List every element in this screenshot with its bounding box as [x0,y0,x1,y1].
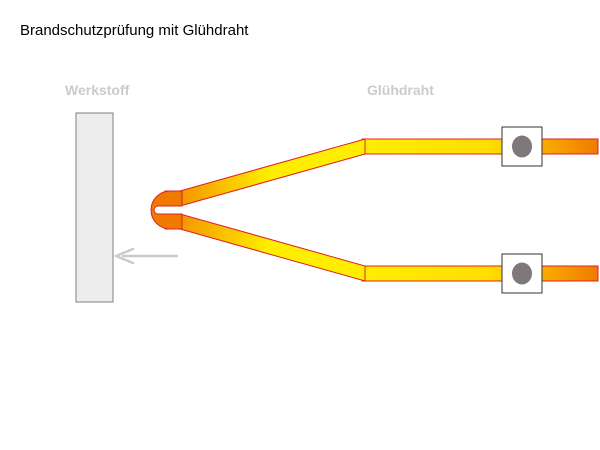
feed-direction-arrow [114,247,178,265]
diagram-title: Brandschutzprüfung mit Glühdraht [20,22,249,39]
glow-wire-upper-end [361,138,599,155]
glow-wire-lower-arm [164,213,366,282]
glow-wire-lower-end [361,265,599,282]
lower-clamp [501,253,543,294]
glow-wire-upper-arm [164,138,366,207]
material-label: Werkstoff [65,82,130,98]
upper-clamp [501,126,543,167]
lower-clamp-screw [512,262,532,285]
glow-wire-label: Glühdraht [367,82,434,98]
glow-wire-tip [150,190,183,230]
material-specimen [75,112,114,303]
upper-clamp-screw [512,135,532,158]
